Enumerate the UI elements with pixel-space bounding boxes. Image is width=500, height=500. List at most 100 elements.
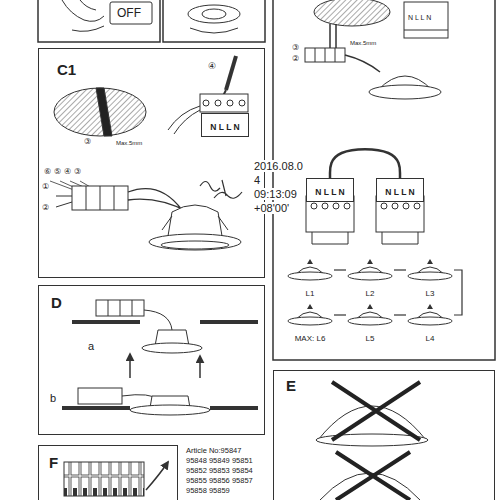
lamp-outline — [367, 259, 373, 264]
callout-number: ④ — [208, 62, 216, 72]
terminal-body — [168, 106, 200, 134]
article-number: 95855 95856 95857 — [186, 477, 253, 485]
lamp-label: L3 — [426, 290, 435, 299]
lamp-outline — [346, 258, 394, 282]
terminal-body — [227, 100, 233, 106]
ceiling-lamp — [190, 28, 238, 33]
panel: C1 N L L N — [38, 48, 265, 278]
push-arrow — [130, 354, 200, 378]
lamp: L2 — [346, 258, 394, 300]
terminal-body — [333, 203, 339, 209]
lamp-outline — [286, 303, 334, 327]
article-number: 95852 95853 95854 — [186, 467, 253, 475]
downlight — [142, 330, 202, 353]
lamp: L3 — [406, 258, 454, 300]
downlight — [369, 85, 441, 99]
callout-number: ⑤ — [54, 168, 61, 177]
junction-box — [345, 55, 380, 72]
downlight — [316, 406, 428, 500]
downlight — [142, 343, 202, 353]
stamp-text: +08'00' — [254, 202, 289, 214]
signature — [200, 180, 242, 198]
terminal-body — [414, 203, 420, 209]
junction-box — [305, 48, 380, 72]
terminal-label: N L L N — [385, 188, 414, 197]
cross-mark — [336, 452, 410, 500]
callout-number: ③ — [74, 168, 81, 177]
lamp-outline — [406, 303, 454, 327]
junction-box — [86, 186, 114, 210]
wire — [334, 314, 346, 315]
signature — [200, 180, 242, 198]
callout-number: ② — [42, 204, 49, 213]
terminal-label: N L L N — [408, 14, 431, 22]
terminal-body — [322, 203, 328, 209]
lamp: L1 — [286, 258, 334, 300]
ceiling-lamp — [188, 5, 240, 23]
wire — [394, 269, 406, 270]
push-arrow — [129, 354, 131, 378]
lamp-label: L2 — [366, 290, 375, 299]
transformer-box — [144, 310, 172, 330]
downlight — [162, 216, 228, 230]
lamp-outline — [427, 259, 433, 264]
ceiling-cutout — [96, 88, 112, 136]
ceiling-line — [62, 322, 258, 408]
panel-heading: C1 — [57, 62, 76, 79]
junction-box — [315, 48, 335, 62]
terminal-body — [392, 203, 398, 209]
terminal-body — [403, 203, 409, 209]
lamp-outline — [408, 317, 452, 325]
terminal-body — [311, 203, 317, 209]
terminal-body — [215, 100, 221, 106]
wire — [454, 270, 462, 315]
ceiling-cutout — [314, 0, 390, 26]
dimension: Max.5mm — [116, 140, 142, 147]
callout-number: ② — [292, 55, 299, 64]
junction-box — [305, 48, 345, 62]
lamp-outline — [288, 317, 332, 325]
callout-number: ③ — [292, 44, 299, 53]
lamp-label: L4 — [426, 335, 435, 344]
circuit-breaker — [146, 462, 168, 490]
transformer-box — [78, 388, 210, 415]
ceiling-cutout — [314, 0, 390, 48]
callout-number: ① — [42, 183, 49, 192]
ceiling-cutout — [330, 24, 336, 48]
callout-number: ⑥ — [44, 168, 51, 177]
lamp-outline — [408, 272, 452, 280]
article-number: 95848 95849 95851 — [186, 457, 253, 465]
lamp: MAX: L6 — [286, 303, 334, 345]
lamp-label: MAX: L6 — [295, 335, 326, 344]
downlight — [161, 241, 229, 249]
panel: E — [273, 370, 495, 500]
panel-heading: E — [286, 378, 296, 395]
panel-frame — [273, 0, 495, 360]
push-arrow — [199, 356, 201, 378]
ceiling-cutout — [54, 88, 146, 136]
lamp-outline — [307, 304, 313, 309]
switch-label: OFF — [117, 7, 141, 20]
lamp-label: L1 — [306, 290, 315, 299]
terminal-box — [404, 30, 448, 31]
stamp-text: 2016.08.0 — [254, 160, 303, 172]
transformer-box — [96, 300, 144, 316]
downlight — [149, 205, 241, 250]
dimension: Max.5mm — [350, 40, 376, 47]
terminal-box — [404, 2, 448, 38]
terminal-body — [200, 94, 248, 112]
callout-number: ③ — [84, 138, 91, 147]
lamp-outline — [367, 304, 373, 309]
panel-frame — [163, 0, 265, 42]
wire — [394, 314, 406, 315]
step-letter: a — [88, 340, 94, 352]
article-number: 95858 95859 — [186, 487, 230, 495]
terminal-body — [312, 232, 348, 244]
junction-box — [56, 196, 72, 207]
terminal-body — [382, 232, 418, 244]
panel-heading: F — [49, 455, 58, 472]
terminal-body — [381, 203, 387, 209]
lamp-outline — [406, 258, 454, 282]
terminal-block: N L L N — [201, 113, 249, 137]
transformer-box — [108, 300, 132, 316]
